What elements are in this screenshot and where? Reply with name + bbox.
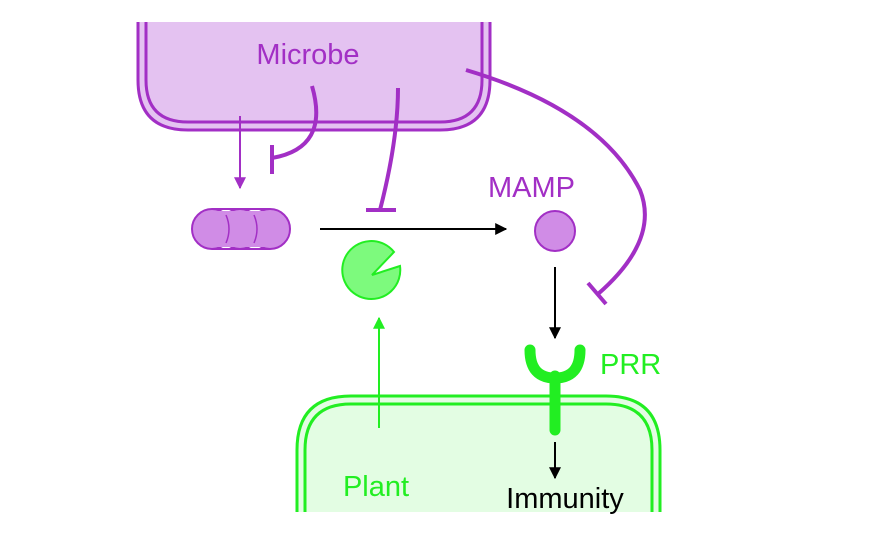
microbe-inhibit-perception-arc xyxy=(465,68,647,296)
microbe-label: Microbe xyxy=(256,39,359,71)
plant-cell xyxy=(295,394,662,512)
plant-enzyme xyxy=(341,240,402,300)
prr-receptor xyxy=(524,344,586,436)
microbe-inhibit-enzyme-arc xyxy=(378,87,400,211)
plant-label: Plant xyxy=(343,471,409,503)
mamp-label: MAMP xyxy=(488,172,575,204)
immunity-label: Immunity xyxy=(506,483,624,515)
mamp-molecule xyxy=(534,210,576,252)
prr-label: PRR xyxy=(600,349,661,381)
inhibition-bar xyxy=(586,281,608,306)
microbe-inhibit-polymer-arc xyxy=(271,85,319,160)
mamp-polymer xyxy=(191,208,291,250)
